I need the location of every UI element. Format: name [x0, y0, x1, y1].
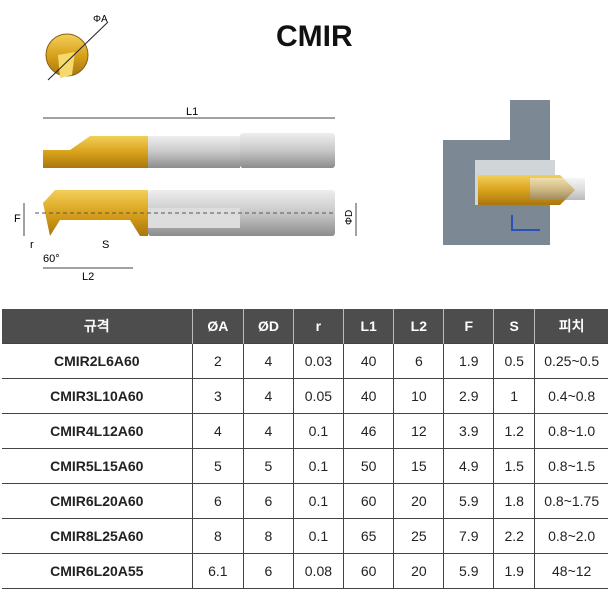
table-cell: CMIR3L10A60: [2, 378, 193, 414]
table-cell: 6: [393, 343, 445, 379]
table-cell: 6: [243, 553, 294, 589]
table-cell: 1.8: [493, 483, 536, 519]
table-cell: 0.8~1.0: [534, 413, 608, 449]
table-cell: CMIR8L25A60: [2, 518, 193, 554]
column-header: S: [493, 309, 536, 344]
table-cell: 65: [342, 518, 395, 554]
table-cell: 0.08: [292, 553, 345, 589]
table-cell: 0.8~1.75: [534, 483, 608, 519]
table-cell: 3: [191, 378, 245, 414]
table-cell: 60: [342, 483, 395, 519]
table-cell: 0.1: [292, 448, 345, 484]
table-cell: 2.2: [493, 518, 536, 554]
table-cell: 15: [393, 448, 445, 484]
table-cell: CMIR2L6A60: [2, 343, 193, 379]
table-cell: 60: [342, 553, 395, 589]
table-cell: 20: [393, 553, 445, 589]
table-cell: 12: [393, 413, 445, 449]
label-F: F: [14, 213, 21, 225]
table-cell: 25: [393, 518, 445, 554]
column-header: L1: [343, 309, 395, 344]
table-cell: CMIR6L20A55: [2, 553, 193, 589]
table-cell: 8: [243, 518, 294, 554]
page-title: CMIR: [276, 20, 353, 53]
table-cell: 10: [393, 378, 445, 414]
label-phiA: ΦA: [93, 14, 108, 25]
label-S: S: [102, 239, 109, 251]
table-cell: 1.9: [443, 343, 495, 379]
table-cell: 6.1: [191, 553, 245, 589]
table-cell: 1.2: [493, 413, 536, 449]
table-cell: 0.1: [292, 413, 345, 449]
table-cell: 2.9: [443, 378, 495, 414]
label-L1: L1: [186, 106, 198, 118]
table-cell: 4: [243, 378, 294, 414]
table-cell: 4.9: [443, 448, 495, 484]
table-cell: 0.25~0.5: [534, 343, 608, 379]
table-cell: 1.5: [493, 448, 536, 484]
label-phiD: ΦD: [344, 210, 355, 225]
table-cell: 20: [393, 483, 445, 519]
table-cell: 6: [191, 483, 245, 519]
table-cell: 5.9: [443, 483, 495, 519]
table-cell: 50: [342, 448, 395, 484]
table-cell: CMIR4L12A60: [2, 413, 193, 449]
table-cell: CMIR6L20A60: [2, 483, 193, 519]
table-cell: 5: [243, 448, 294, 484]
table-cell: 1.9: [493, 553, 536, 589]
table-cell: 40: [342, 378, 395, 414]
table-cell: 0.4~0.8: [534, 378, 608, 414]
column-header: r: [293, 309, 345, 344]
column-header: ØA: [192, 309, 245, 344]
column-header: ØD: [243, 309, 294, 344]
column-header: 피치: [534, 309, 608, 344]
application-illustration: [443, 100, 585, 245]
column-header: 규격: [2, 309, 193, 344]
table-cell: 3.9: [443, 413, 495, 449]
table-cell: 4: [243, 343, 294, 379]
label-angle: 60°: [43, 253, 60, 265]
table-cell: 4: [191, 413, 245, 449]
table-cell: 5.9: [443, 553, 495, 589]
table-cell: 0.8~1.5: [534, 448, 608, 484]
table-cell: 0.1: [292, 483, 345, 519]
table-cell: 46: [342, 413, 395, 449]
label-r: r: [30, 239, 34, 251]
table-cell: 0.1: [292, 518, 345, 554]
table-cell: 5: [191, 448, 245, 484]
table-cell: CMIR5L15A60: [2, 448, 193, 484]
tool-diagram: ΦA L1 F r S 60° L2 ΦD: [14, 14, 585, 283]
table-cell: 7.9: [443, 518, 495, 554]
table-cell: 8: [191, 518, 245, 554]
table-cell: 4: [243, 413, 294, 449]
table-cell: 2: [191, 343, 245, 379]
end-view-icon: [45, 21, 109, 81]
table-cell: 0.05: [292, 378, 345, 414]
table-cell: 0.5: [493, 343, 536, 379]
column-header: F: [443, 309, 495, 344]
table-cell: 6: [243, 483, 294, 519]
table-cell: 40: [342, 343, 395, 379]
table-cell: 0.03: [292, 343, 345, 379]
table-cell: 1: [493, 378, 536, 414]
table-cell: 0.8~2.0: [534, 518, 608, 554]
label-L2: L2: [82, 271, 94, 283]
table-cell: 48~12: [534, 553, 608, 589]
column-header: L2: [393, 309, 445, 344]
